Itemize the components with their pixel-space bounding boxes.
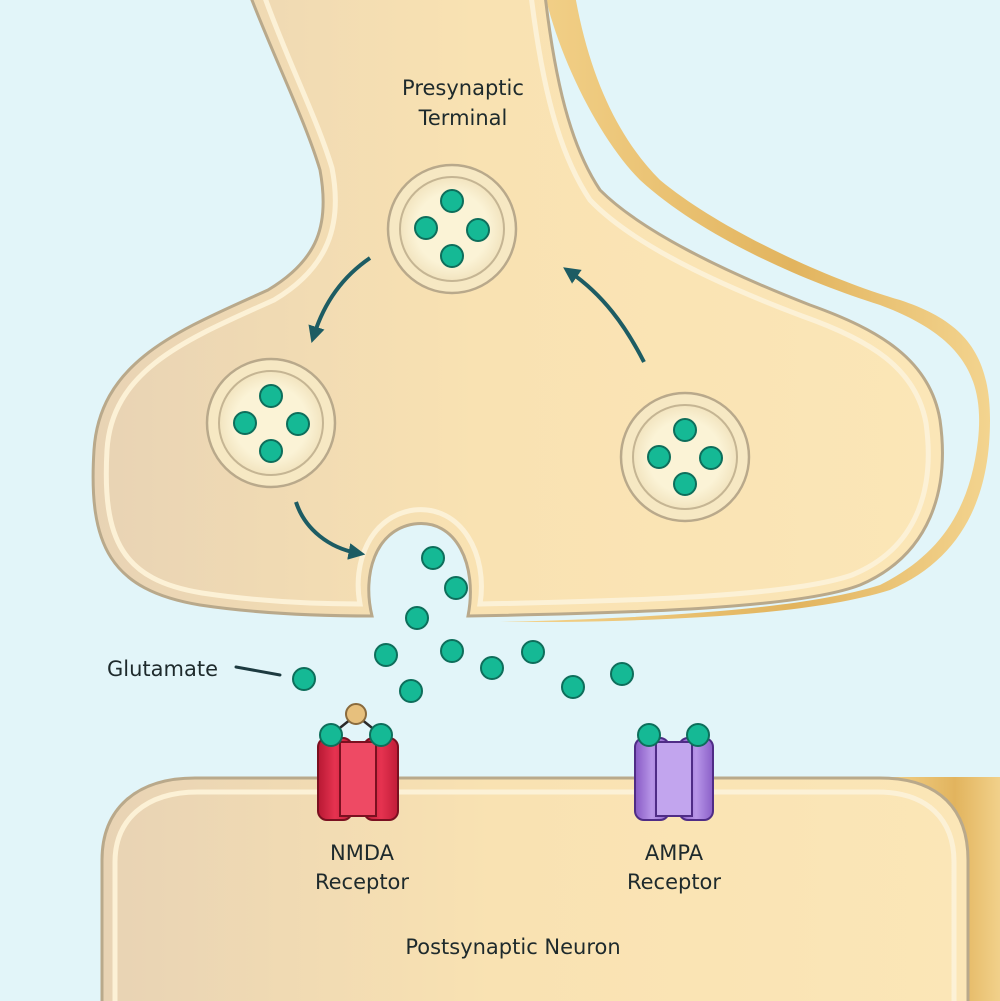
vesicle-top (386, 163, 518, 295)
glutamate-molecule (647, 445, 671, 469)
glutamate-molecule (673, 418, 697, 442)
presynaptic-label-line2: Terminal (418, 106, 508, 130)
glutamate-molecule (440, 189, 464, 213)
vesicle-cycle-arrows (294, 256, 646, 560)
glutamate-molecule (292, 667, 316, 691)
vesicle-left (205, 357, 337, 489)
glutamate-molecule (699, 446, 723, 470)
presynaptic-side-shading (500, 0, 990, 622)
arrow-to-left-vesicle (308, 256, 372, 344)
postsynaptic-body (100, 776, 970, 1001)
glutamate-molecule (561, 675, 585, 699)
glutamate-molecule (259, 384, 283, 408)
glutamate-molecule (673, 472, 697, 496)
glutamate-molecule (440, 639, 464, 663)
arrow-recycling (563, 267, 646, 363)
vesicle-right (619, 391, 751, 523)
nmda-label-line1: NMDA (330, 841, 395, 865)
glutamate-molecule (610, 662, 634, 686)
glutamate-molecule (686, 723, 710, 747)
magnesium-ion (345, 703, 367, 725)
nmda-receptor (317, 703, 399, 821)
postsynaptic-membrane (112, 789, 957, 1001)
glutamate-molecule (440, 244, 464, 268)
postsynaptic-neuron (100, 776, 1000, 1001)
arrow-to-fusion-site (294, 501, 366, 560)
glutamate-molecule (369, 723, 393, 747)
released-glutamate (292, 546, 634, 703)
ampa-label-line1: AMPA (645, 841, 704, 865)
glutamate-molecule (319, 723, 343, 747)
glutamate-molecule (405, 606, 429, 630)
ampa-receptor (634, 723, 714, 821)
glutamate-molecule (374, 643, 398, 667)
glutamate-molecule (233, 411, 257, 435)
glutamate-molecule (286, 412, 310, 436)
glutamate-molecule (444, 576, 468, 600)
nmda-label-line2: Receptor (315, 870, 409, 894)
ampa-label-line2: Receptor (627, 870, 721, 894)
glutamate-molecule (399, 679, 423, 703)
glutamate-molecule (414, 216, 438, 240)
glutamate-leader-line (234, 665, 282, 677)
postsynaptic-side-shading (880, 777, 1000, 1001)
presynaptic-label-line1: Presynaptic (402, 76, 524, 100)
glutamate-molecule (259, 439, 283, 463)
glutamate-molecule (466, 218, 490, 242)
presynaptic-terminal (91, 0, 990, 622)
glutamate-molecule (637, 723, 661, 747)
glutamate-molecule (480, 656, 504, 680)
postsynaptic-label: Postsynaptic Neuron (405, 935, 620, 959)
glutamate-molecule (521, 640, 545, 664)
glutamate-label: Glutamate (107, 657, 218, 681)
glutamate-molecule (421, 546, 445, 570)
presynaptic-membrane (103, 0, 931, 607)
